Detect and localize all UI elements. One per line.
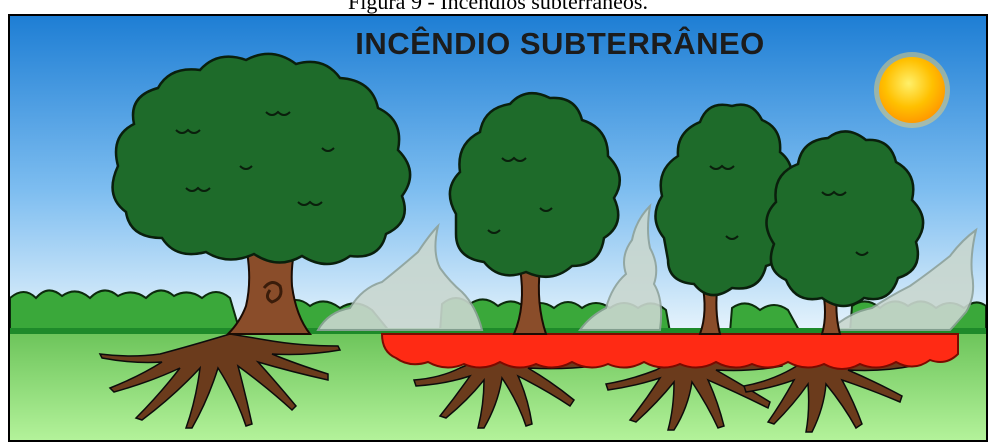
figure-caption: Figura 9 - Incêndios subterrâneos. bbox=[348, 0, 648, 14]
tree-icon bbox=[111, 52, 925, 308]
illustration-title: INCÊNDIO SUBTERRÂNEO bbox=[355, 26, 765, 61]
illustration: INCÊNDIO SUBTERRÂNEO bbox=[8, 14, 988, 442]
foliage-details bbox=[175, 110, 869, 256]
fire-icon bbox=[380, 333, 959, 370]
smoke-icon bbox=[316, 203, 978, 331]
sun-icon bbox=[874, 52, 950, 128]
ground-line bbox=[10, 328, 986, 334]
